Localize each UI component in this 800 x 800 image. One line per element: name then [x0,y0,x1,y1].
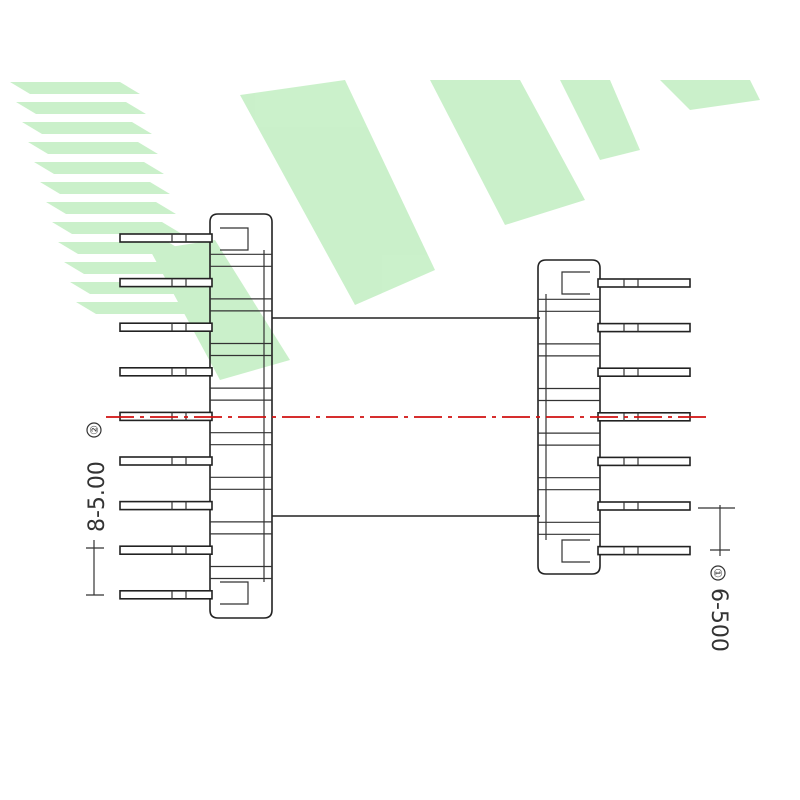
right-dimension-marker: ① [711,568,724,578]
watermark-block-4 [660,80,760,110]
watermark-stripe [76,302,206,314]
right-pin [597,278,691,288]
left-bobbin-bottom-slot [220,581,249,605]
left-bobbin-top-slot [220,227,249,251]
right-pin [597,501,691,511]
left-dimension-marker-circle [86,422,102,438]
left-pin [119,456,213,466]
right-dimension-label: 6-500 [706,588,731,652]
left-pin [119,277,213,288]
right-dimension: ① 6-500 [698,505,735,652]
right-bobbin-body [537,259,601,575]
left-pin [119,366,213,377]
watermark-block-2 [430,80,585,225]
right-bobbin-bottom-slot [561,539,590,563]
right-pin [597,456,691,467]
watermark-stripe [52,222,182,234]
right-pin [597,545,691,556]
watermark-stripe [34,162,164,174]
left-dimension: 8-5.00 ② [85,422,110,596]
right-pin [597,367,691,378]
right-pin [597,322,691,333]
left-bobbin-body [209,213,273,619]
right-bobbin-top-slot [561,271,590,295]
left-dimension-marker: ② [88,425,101,435]
watermark-stripe [40,182,170,194]
left-pin [119,545,213,556]
watermark-stripe [10,82,140,94]
left-pin [119,322,213,333]
watermark-block-1 [240,80,435,305]
left-bobbin [119,213,273,619]
watermark-block-5 [150,240,290,380]
watermark-block-3 [560,80,640,160]
watermark-stripe [16,102,146,114]
left-pin [119,589,213,600]
left-dimension-label: 8-5.00 [85,461,110,532]
left-pin [119,233,213,243]
left-pin [119,500,213,511]
watermark-stripe [46,202,176,214]
left-bobbin-ribs [210,253,272,580]
watermark-stripe [22,122,152,134]
watermark-stripe [28,142,158,154]
right-bobbin-ribs [538,298,600,535]
right-dimension-marker-circle [710,565,726,581]
watermark [10,80,760,380]
